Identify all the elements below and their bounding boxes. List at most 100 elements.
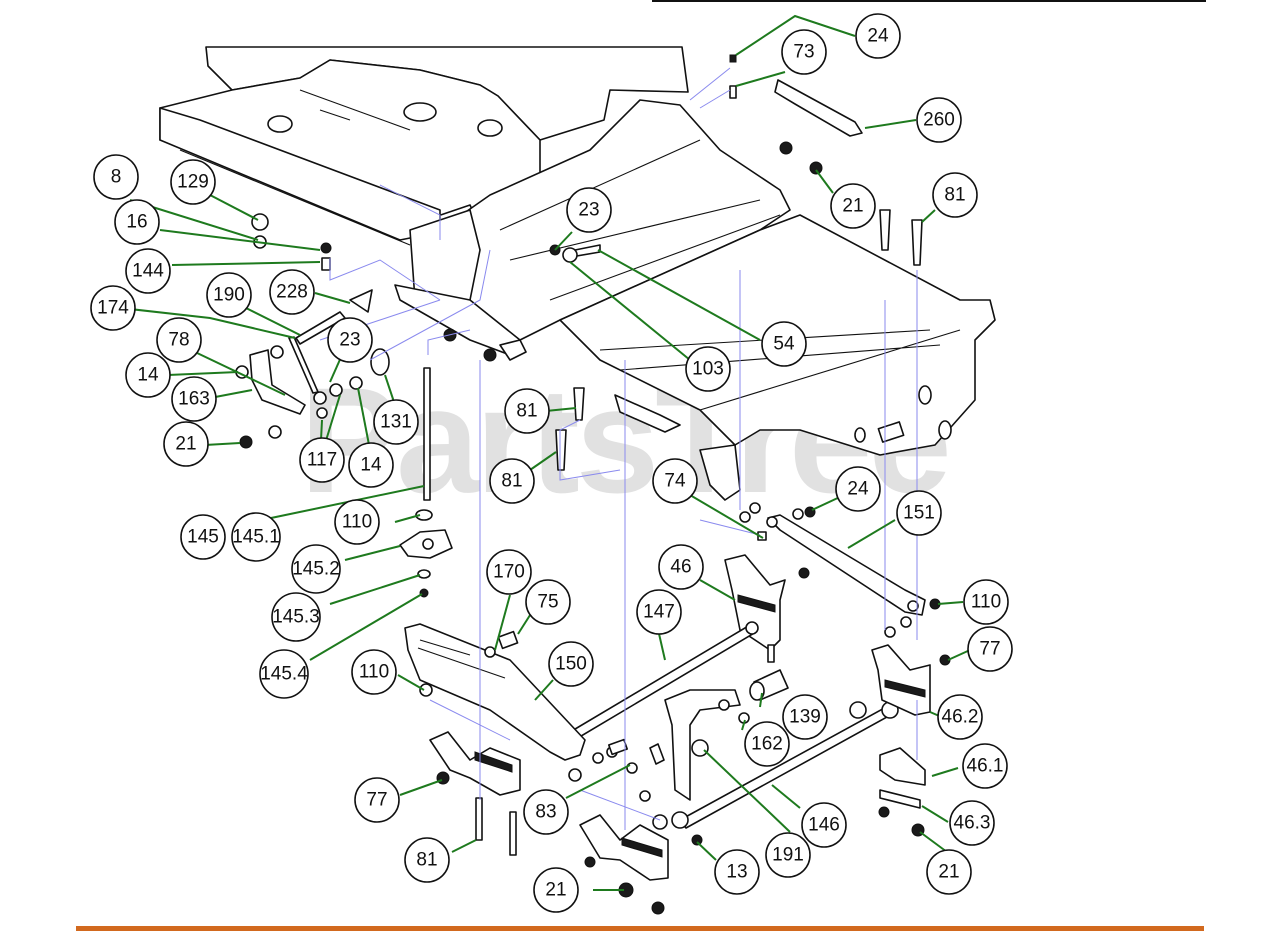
callout-circle <box>744 721 790 767</box>
callout-circle <box>765 832 811 878</box>
callout-circle <box>351 649 397 695</box>
callout-circle <box>291 544 341 594</box>
callout-circle <box>163 421 209 467</box>
callout-label: 46.2 <box>942 707 979 728</box>
callout-label: 163 <box>178 389 210 410</box>
callout-label: 16 <box>126 212 147 233</box>
callout-146: 146 <box>801 802 847 848</box>
callout-label: 146 <box>808 815 840 836</box>
callout-label: 139 <box>789 707 821 728</box>
callout-110: 110 <box>963 579 1009 625</box>
callout-label: 110 <box>342 512 372 533</box>
callout-circle <box>125 248 171 294</box>
callout-170: 170 <box>486 549 532 595</box>
callout-circle <box>489 458 535 504</box>
callout-label: 21 <box>545 880 566 901</box>
callout-75: 75 <box>525 579 571 625</box>
callout-145-1: 145.1 <box>231 512 281 562</box>
callout-260: 260 <box>916 97 962 143</box>
callout-77: 77 <box>354 777 400 823</box>
callout-circle <box>334 499 380 545</box>
callout-21: 21 <box>533 867 579 913</box>
callout-label: 131 <box>380 412 412 433</box>
callout-81: 81 <box>932 172 978 218</box>
callout-label: 77 <box>366 790 387 811</box>
callout-77: 77 <box>967 626 1013 672</box>
callout-circle <box>354 777 400 823</box>
callout-label: 129 <box>177 172 209 193</box>
callout-145: 145 <box>180 514 226 560</box>
callout-16: 16 <box>114 199 160 245</box>
callout-145-4: 145.4 <box>259 649 309 699</box>
callout-144: 144 <box>125 248 171 294</box>
callout-circle <box>171 376 217 422</box>
callout-46-1: 46.1 <box>962 743 1008 789</box>
callout-label: 145.1 <box>232 527 280 548</box>
callout-54: 54 <box>761 321 807 367</box>
callout-circle <box>206 272 252 318</box>
callout-circle <box>170 159 216 205</box>
callout-110: 110 <box>334 499 380 545</box>
callout-label: 145.4 <box>260 664 308 685</box>
callout-label: 150 <box>555 654 587 675</box>
footer-rule <box>76 926 1204 931</box>
callout-circle <box>761 321 807 367</box>
callout-8: 8 <box>93 154 139 200</box>
callout-83: 83 <box>523 789 569 835</box>
callout-label: 24 <box>867 26 889 47</box>
callout-129: 129 <box>170 159 216 205</box>
callout-circle <box>533 867 579 913</box>
callout-14: 14 <box>348 442 394 488</box>
callout-label: 228 <box>276 282 308 303</box>
callout-label: 144 <box>132 261 164 282</box>
callout-circle <box>231 512 281 562</box>
callout-191: 191 <box>765 832 811 878</box>
callout-139: 139 <box>782 694 828 740</box>
callout-circle <box>658 544 704 590</box>
callout-46-3: 46.3 <box>949 800 995 846</box>
callout-circle <box>855 13 901 59</box>
callout-label: 46.3 <box>954 813 991 834</box>
callout-circle <box>504 388 550 434</box>
callout-label: 191 <box>772 845 804 866</box>
callout-81: 81 <box>489 458 535 504</box>
callout-label: 46 <box>670 557 691 578</box>
callout-23: 23 <box>566 187 612 233</box>
callout-23: 23 <box>327 317 373 363</box>
callout-label: 174 <box>97 298 129 319</box>
callout-21: 21 <box>163 421 209 467</box>
callout-label: 103 <box>692 359 724 380</box>
callout-circle <box>93 154 139 200</box>
callout-label: 21 <box>175 434 196 455</box>
callout-circle <box>781 29 827 75</box>
callout-24: 24 <box>855 13 901 59</box>
callout-circle <box>259 649 309 699</box>
callout-label: 83 <box>535 802 556 823</box>
callout-label: 21 <box>938 862 959 883</box>
callout-label: 145 <box>187 527 219 548</box>
callout-circle <box>548 641 594 687</box>
callout-circle <box>714 849 760 895</box>
callout-label: 8 <box>111 167 122 188</box>
callout-46: 46 <box>658 544 704 590</box>
callout-label: 81 <box>944 185 965 206</box>
callout-117: 117 <box>299 437 345 483</box>
callout-circle <box>523 789 569 835</box>
callout-label: 23 <box>339 330 360 351</box>
callout-label: 74 <box>664 471 686 492</box>
callout-14: 14 <box>125 352 171 398</box>
callout-circle <box>801 802 847 848</box>
callout-label: 145.2 <box>292 559 340 580</box>
callout-174: 174 <box>90 285 136 331</box>
callout-label: 13 <box>726 862 747 883</box>
callout-label: 147 <box>643 602 675 623</box>
callout-162: 162 <box>744 721 790 767</box>
callout-circle <box>90 285 136 331</box>
callout-151: 151 <box>896 490 942 536</box>
callout-label: 23 <box>578 200 599 221</box>
callout-110: 110 <box>351 649 397 695</box>
callout-78: 78 <box>156 317 202 363</box>
callout-circle <box>299 437 345 483</box>
callout-label: 81 <box>416 850 437 871</box>
